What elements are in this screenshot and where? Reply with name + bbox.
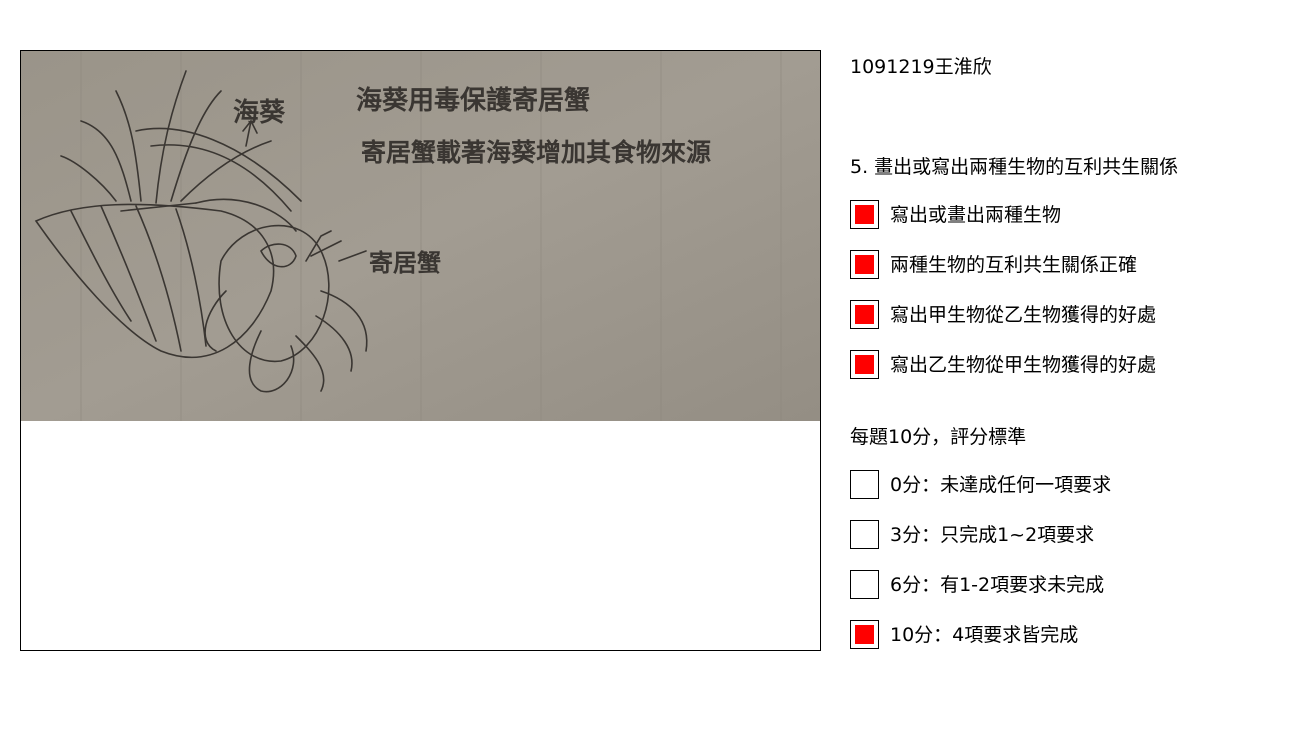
- requirement-item[interactable]: 寫出或畫出兩種生物: [850, 200, 1280, 230]
- score-option[interactable]: 0分：未達成任何一項要求: [850, 470, 1280, 500]
- student-id: 1091219王淮欣: [850, 56, 992, 78]
- crab-label: 寄居蟹: [369, 248, 441, 277]
- requirement-checkbox[interactable]: [850, 300, 879, 329]
- requirement-checkbox[interactable]: [850, 200, 879, 229]
- score-label: 10分：4項要求皆完成: [890, 624, 1079, 646]
- requirement-checkbox[interactable]: [850, 350, 879, 379]
- hermit-crab-sea-anemone-sketch: 海葵 寄居蟹 海葵用毒保護寄居蟹 寄居蟹載著海葵增加其食物來源: [21, 51, 820, 421]
- requirement-label: 寫出或畫出兩種生物: [890, 204, 1062, 226]
- requirement-label: 兩種生物的互利共生關係正確: [890, 254, 1138, 276]
- score-option[interactable]: 10分：4項要求皆完成: [850, 620, 1280, 650]
- note-line-2: 寄居蟹載著海葵增加其食物來源: [361, 138, 711, 167]
- score-label: 6分：有1-2項要求未完成: [890, 574, 1105, 596]
- score-checkbox[interactable]: [850, 520, 879, 549]
- anemone-label: 海葵: [233, 98, 286, 128]
- grading-panel: 1091219王淮欣 5. 畫出或寫出兩種生物的互利共生關係 寫出或畫出兩種生物…: [850, 0, 1290, 750]
- note-line-1: 海葵用毒保護寄居蟹: [356, 85, 590, 116]
- requirement-label: 寫出甲生物從乙生物獲得的好處: [890, 304, 1157, 326]
- student-answer-frame: 海葵 寄居蟹 海葵用毒保護寄居蟹 寄居蟹載著海葵增加其食物來源: [20, 50, 821, 651]
- score-label: 3分：只完成1~2項要求: [890, 524, 1095, 546]
- student-drawing-photo: 海葵 寄居蟹 海葵用毒保護寄居蟹 寄居蟹載著海葵增加其食物來源: [21, 51, 820, 421]
- score-option[interactable]: 6分：有1-2項要求未完成: [850, 570, 1280, 600]
- scoring-title: 每題10分，評分標準: [850, 426, 1027, 448]
- requirement-item[interactable]: 兩種生物的互利共生關係正確: [850, 250, 1280, 280]
- requirement-item[interactable]: 寫出乙生物從甲生物獲得的好處: [850, 350, 1280, 380]
- requirement-item[interactable]: 寫出甲生物從乙生物獲得的好處: [850, 300, 1280, 330]
- requirement-label: 寫出乙生物從甲生物獲得的好處: [890, 354, 1157, 376]
- score-option[interactable]: 3分：只完成1~2項要求: [850, 520, 1280, 550]
- score-checkbox[interactable]: [850, 470, 879, 499]
- question-title: 5. 畫出或寫出兩種生物的互利共生關係: [850, 156, 1179, 178]
- score-label: 0分：未達成任何一項要求: [890, 474, 1112, 496]
- requirement-checkbox[interactable]: [850, 250, 879, 279]
- score-checkbox[interactable]: [850, 620, 879, 649]
- score-checkbox[interactable]: [850, 570, 879, 599]
